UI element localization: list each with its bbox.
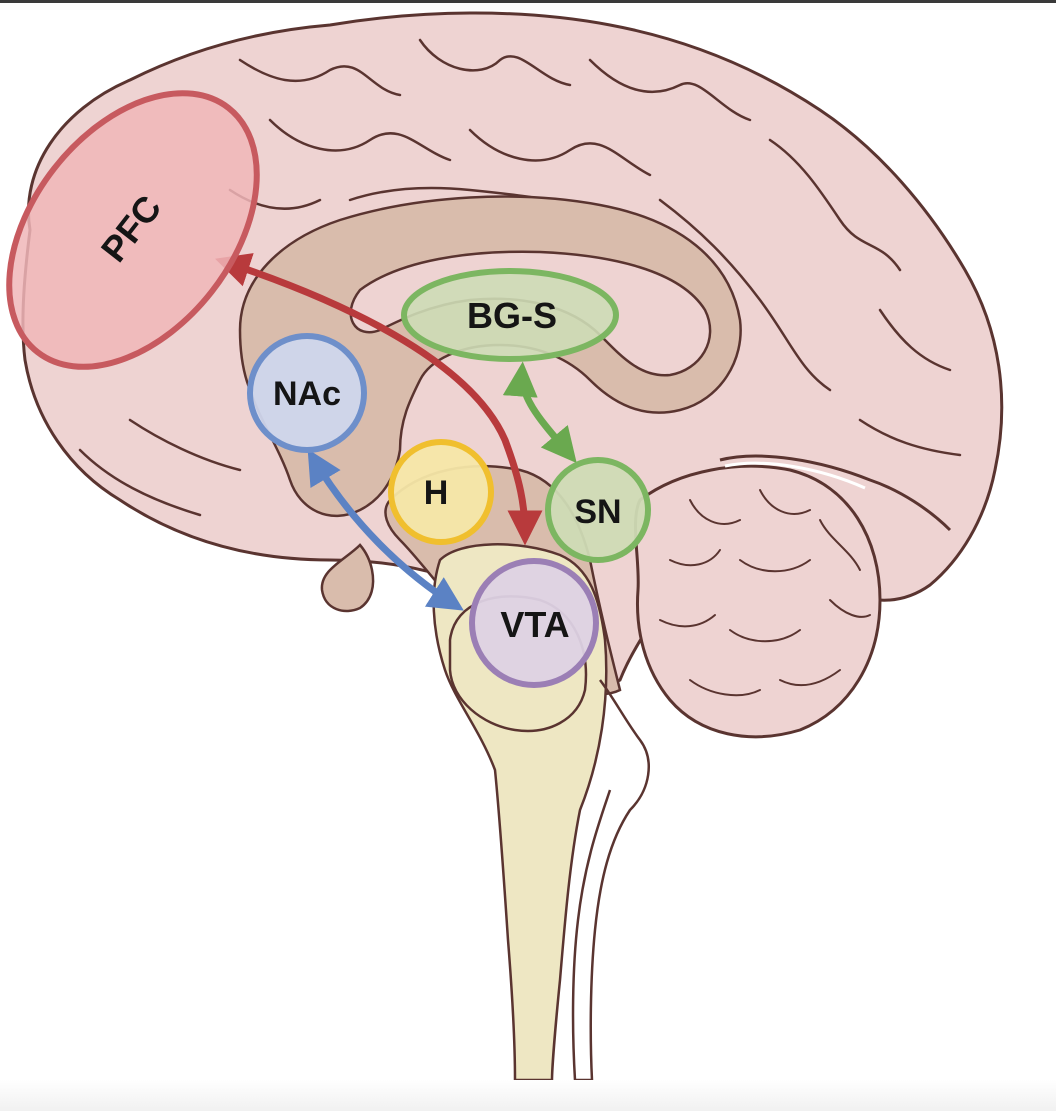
region-h-label: H (424, 474, 449, 512)
region-nac: NAc (247, 333, 367, 453)
top-border (0, 0, 1056, 3)
region-vta-label: VTA (500, 604, 569, 645)
region-pfc: PFC (6, 90, 260, 370)
region-sn: SN (545, 457, 651, 563)
bottom-edge (0, 1080, 1056, 1111)
cerebellum (634, 464, 882, 739)
region-vta: VTA (469, 558, 599, 688)
region-bgs: BG-S (401, 268, 619, 362)
region-nac-label: NAc (273, 375, 341, 413)
fornix (719, 454, 952, 532)
region-bgs-label: BG-S (467, 295, 557, 336)
pathway-vta-nac (307, 448, 464, 611)
region-h: H (388, 439, 494, 545)
spinal-tract (571, 679, 650, 1082)
region-sn-label: SN (574, 493, 621, 531)
pathway-sn-bgs (502, 361, 577, 464)
pathway-vta-pfc (215, 253, 543, 546)
